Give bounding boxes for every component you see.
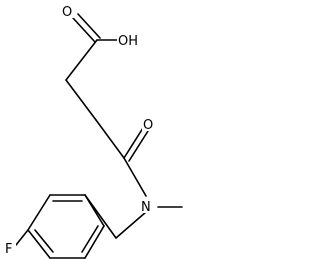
bond-c1-o-double-b xyxy=(77,13,101,39)
bond-c1-o-double-a xyxy=(72,17,96,43)
ring-bond-5 xyxy=(84,225,105,259)
bond-n-ch2 xyxy=(115,211,147,239)
atom-o-amide: O xyxy=(143,118,153,133)
bond-c4-o-double-a xyxy=(123,127,144,159)
bond-c-f xyxy=(15,229,29,246)
bond-c2-c3 xyxy=(65,79,97,121)
ring-bond-2 xyxy=(27,194,51,231)
bond-c3-c4 xyxy=(95,119,125,159)
ring-double-3 xyxy=(81,225,99,253)
ring-double-2 xyxy=(34,229,54,253)
bond-c1-c2 xyxy=(65,39,98,81)
atom-o-acid: O xyxy=(62,5,72,20)
bond-c4-o-double-b xyxy=(128,130,149,162)
bond-c4-n xyxy=(123,157,147,197)
atom-n: N xyxy=(141,200,151,215)
atom-oh: OH xyxy=(118,34,138,49)
atom-f: F xyxy=(5,242,12,257)
ring-bond-3 xyxy=(27,229,51,259)
structure-diagram: O OH O N F xyxy=(4,4,183,259)
ring-bond-6 xyxy=(84,194,105,227)
